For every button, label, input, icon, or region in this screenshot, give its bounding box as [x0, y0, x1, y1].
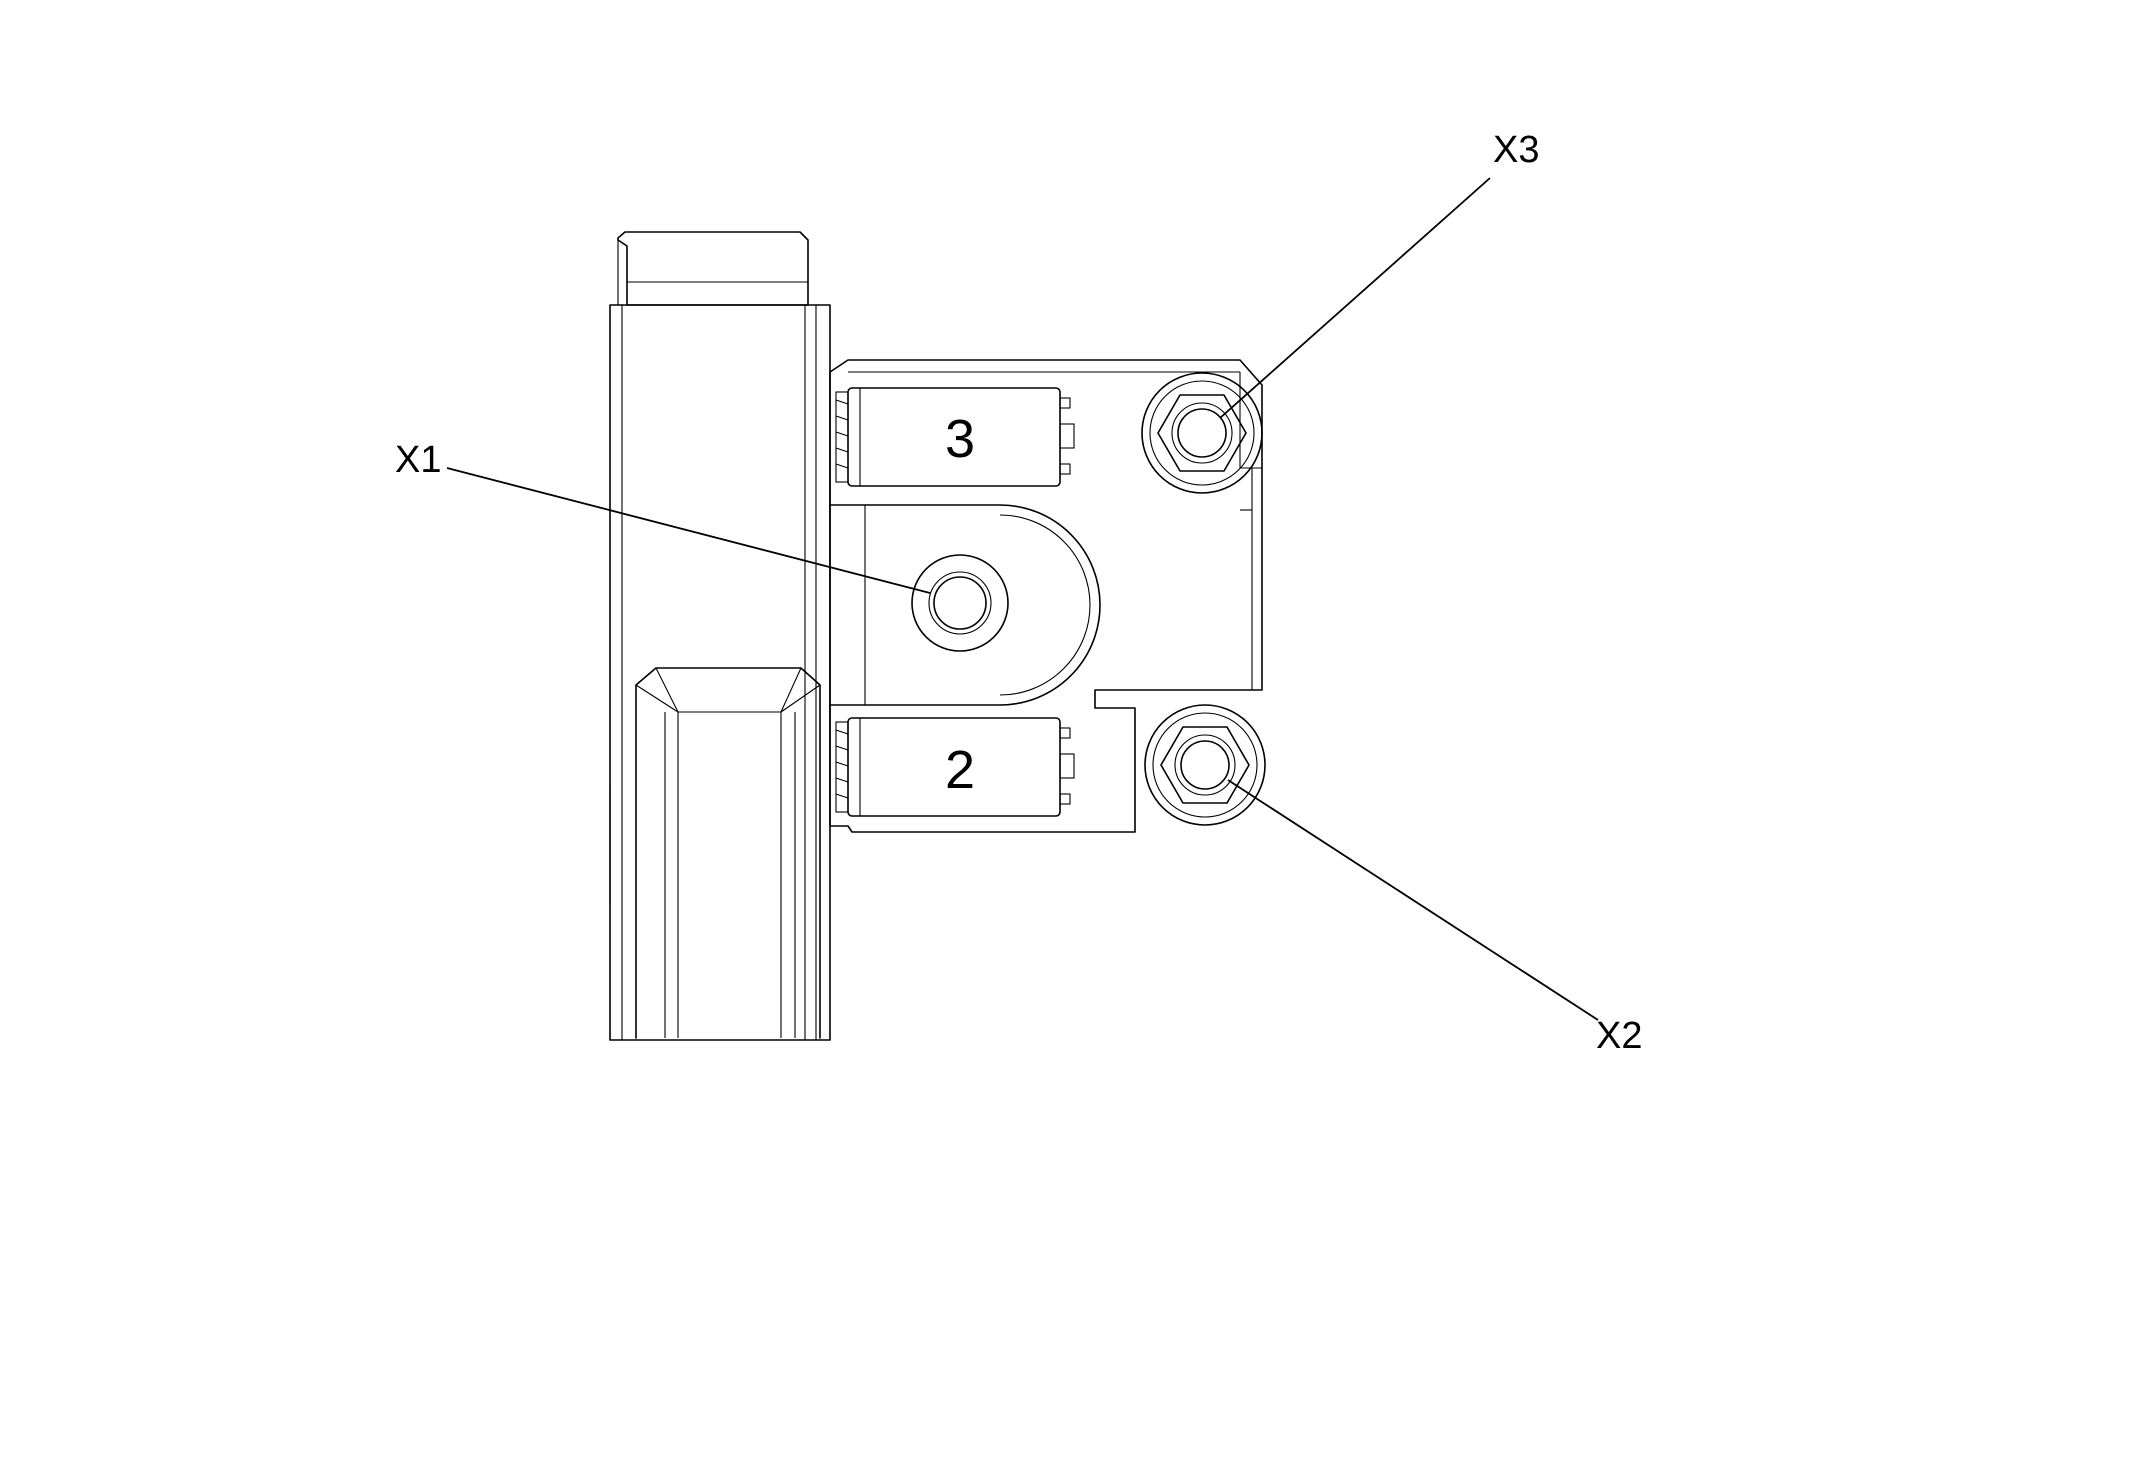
leader-x3	[1219, 177, 1491, 419]
fuse-lower: 2	[835, 717, 1075, 817]
fuse-label-upper: 3	[945, 409, 975, 469]
leader-x2	[1227, 779, 1599, 1021]
leader-lines	[446, 177, 1599, 1021]
fuse-upper: 3	[835, 387, 1075, 487]
leader-x1	[446, 467, 931, 594]
stud-x3	[1141, 372, 1263, 494]
callout-x1: X1	[395, 439, 441, 481]
fuse-label-lower: 2	[945, 740, 975, 800]
stud-x1	[911, 554, 1009, 652]
mounting-bracket	[829, 359, 1263, 833]
connector-housing	[609, 231, 831, 1041]
callout-x2: X2	[1596, 1015, 1642, 1057]
callout-x3: X3	[1493, 129, 1539, 171]
stud-x2	[1144, 704, 1266, 826]
